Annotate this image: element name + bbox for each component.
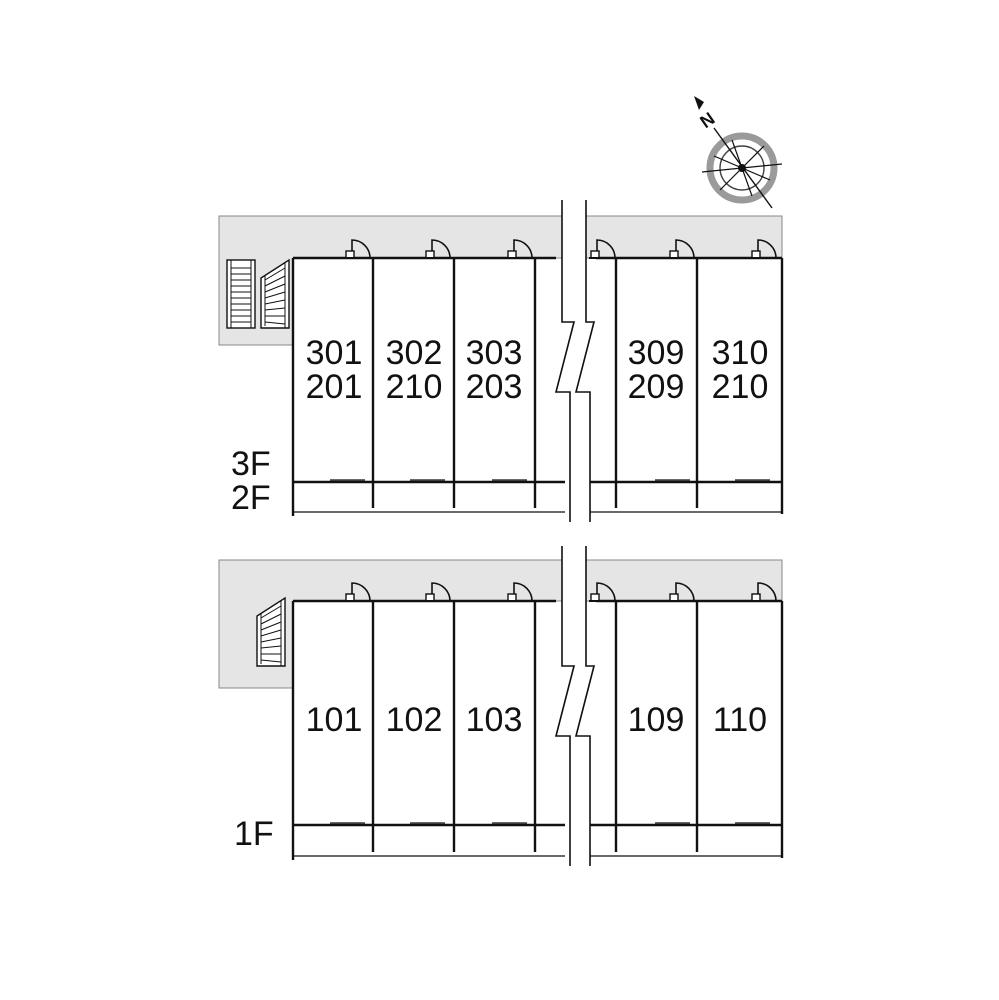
unit-label: 210 — [386, 368, 443, 406]
unit-label: 101 — [306, 701, 363, 739]
unit-label: 301 — [306, 334, 363, 372]
floor-label: 1F — [234, 815, 274, 853]
floor-label: 3F — [231, 445, 271, 483]
unit-label: 210 — [712, 368, 769, 406]
compass-icon: N — [694, 96, 783, 209]
unit-label: 309 — [628, 334, 685, 372]
unit-label: 103 — [466, 701, 523, 739]
floor-label: 2F — [231, 479, 271, 517]
unit-label: 203 — [466, 368, 523, 406]
lower-block: 101 102 103 109 110 1F — [218, 546, 784, 866]
upper-block: 301 201 302 210 303 203 309 209 310 210 … — [218, 200, 784, 522]
unit-label: 102 — [386, 701, 443, 739]
unit-label: 209 — [628, 368, 685, 406]
unit-label: 110 — [713, 701, 767, 739]
unit-label: 310 — [712, 334, 769, 372]
unit-label: 109 — [628, 701, 685, 739]
unit-label: 201 — [306, 368, 363, 406]
unit-label: 303 — [466, 334, 523, 372]
staircase-icon — [226, 259, 256, 329]
unit-label: 302 — [386, 334, 443, 372]
